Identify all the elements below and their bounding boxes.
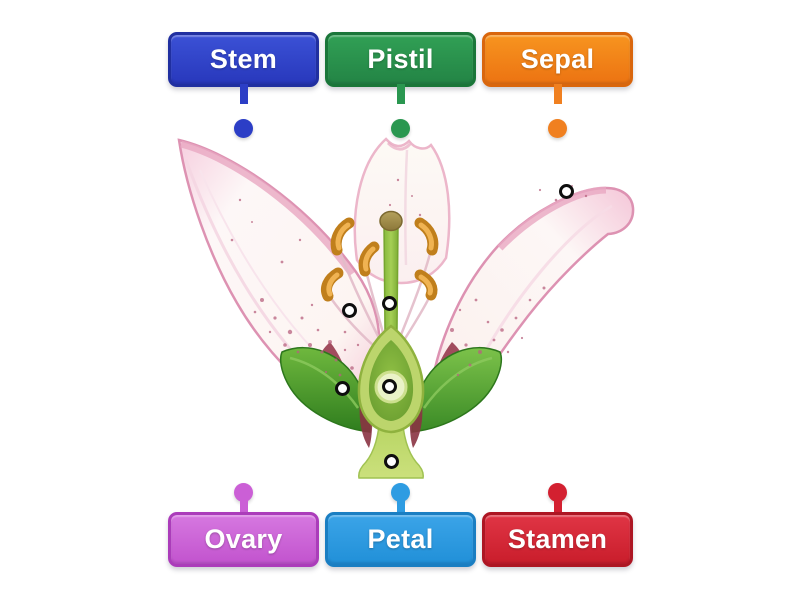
label-box[interactable]: Stem (168, 32, 319, 87)
diagram-target-pin[interactable] (342, 303, 357, 318)
label-chip-petal[interactable]: Petal (325, 483, 476, 567)
diagram-target-pin[interactable] (559, 184, 574, 199)
label-connector-line (396, 495, 405, 515)
label-text: Petal (367, 524, 434, 554)
label-box[interactable]: Stamen (482, 512, 633, 567)
diagram-target-pin[interactable] (384, 454, 399, 469)
label-chip-sepal[interactable]: Sepal (482, 32, 633, 138)
label-chip-stamen[interactable]: Stamen (482, 483, 633, 567)
label-pin-knob (391, 119, 410, 138)
diagram-target-pin[interactable] (335, 381, 350, 396)
label-pin-knob (391, 483, 410, 502)
label-pin-knob (234, 483, 253, 502)
label-box[interactable]: Sepal (482, 32, 633, 87)
diagram-target-pin[interactable] (382, 296, 397, 311)
label-connector-line (239, 495, 248, 515)
label-chip-ovary[interactable]: Ovary (168, 483, 319, 567)
label-pin-knob (234, 119, 253, 138)
label-chip-pistil[interactable]: Pistil (325, 32, 476, 138)
label-connector-line (396, 84, 405, 104)
label-pin-knob (548, 483, 567, 502)
label-connector-line (553, 495, 562, 515)
label-chip-stem[interactable]: Stem (168, 32, 319, 138)
label-text: Ovary (204, 524, 283, 554)
label-pin-knob (548, 119, 567, 138)
label-box[interactable]: Ovary (168, 512, 319, 567)
label-text: Stem (209, 44, 278, 74)
label-text: Stamen (507, 524, 608, 554)
label-text: Pistil (367, 44, 434, 74)
label-connector-line (553, 84, 562, 104)
diagram-target-pin[interactable] (382, 379, 397, 394)
label-box[interactable]: Petal (325, 512, 476, 567)
label-box[interactable]: Pistil (325, 32, 476, 87)
label-connector-line (239, 84, 248, 104)
label-text: Sepal (520, 44, 595, 74)
